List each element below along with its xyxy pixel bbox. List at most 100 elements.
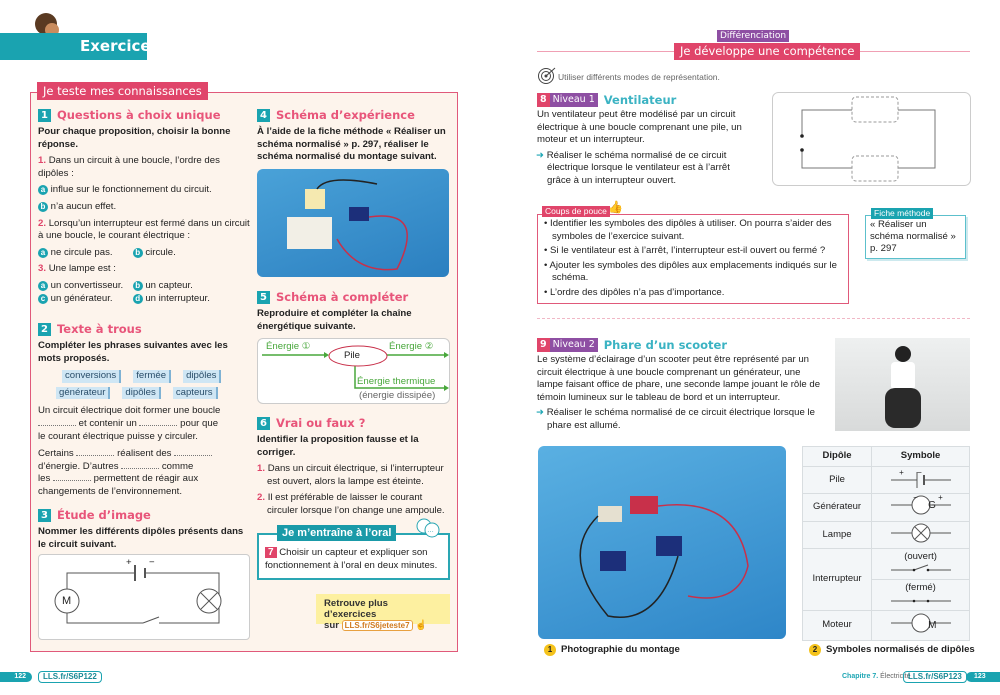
blank[interactable] (38, 424, 76, 426)
page-link[interactable]: LLS.fr/S6P122 (38, 671, 102, 683)
exercise-title: Questions à choix unique (56, 108, 221, 122)
method-sheet[interactable]: « Réaliser un schéma normalisé » p. 297 (865, 215, 966, 259)
method-tab: Fiche méthode (871, 208, 934, 219)
instruction: Nommer les différents dipôles présents d… (38, 526, 244, 550)
chapter-topic: Électricité (880, 673, 911, 680)
open-label: (ouvert) (904, 550, 937, 562)
separator (537, 318, 970, 322)
word-chip: générateur (56, 386, 111, 400)
hint-item: • L’ordre des dipôles n’a pas d’importan… (544, 286, 725, 298)
hint-item: • Si le ventilateur est à l’arrêt, l’int… (544, 245, 826, 257)
wires-image (579, 504, 749, 618)
option-text[interactable]: influe sur le fonctionnement du circuit. (50, 184, 212, 196)
option-badge: b (38, 201, 48, 212)
closed-label: (fermé) (905, 581, 936, 593)
scooter-photo (835, 338, 970, 431)
blank[interactable] (139, 424, 178, 426)
question-number: 2. (38, 217, 47, 229)
option-text[interactable]: ne circule pas. (50, 246, 113, 258)
instruction: Reproduire et compléter la chaîne énergé… (257, 308, 412, 332)
task-text: Réaliser le schéma normalisé de ce circu… (546, 407, 815, 431)
method-text: « Réaliser un schéma normalisé » p. 297 (870, 219, 956, 254)
blank[interactable] (121, 467, 160, 469)
circuit-diagram: + − M (38, 554, 250, 640)
word-chip: capteurs (172, 386, 218, 400)
page-title: Je développe une compétence (674, 43, 861, 60)
generator-image (598, 506, 622, 522)
word-chip: fermée (133, 370, 172, 383)
hint-text: Si le ventilateur est à l’arrêt, l’inter… (550, 245, 826, 257)
minus-sign: − (149, 557, 155, 568)
option-text[interactable]: un générateur. (50, 292, 113, 304)
more-exercises: Retrouve plus d’exercices sur LLS.fr/S6j… (316, 594, 450, 631)
column-header: Dipôle (801, 446, 873, 467)
battery-image (305, 189, 325, 209)
oral-text: Choisir un capteur et expliquer son fonc… (265, 547, 438, 571)
word-chip: dipôles (183, 370, 222, 383)
plus-sign: + (938, 493, 943, 502)
energy-chain: Énergie ① Pile Énergie ② Énergie thermiq… (257, 338, 450, 404)
wires-image (316, 179, 408, 271)
option-badge: a (38, 280, 48, 291)
blank[interactable] (52, 480, 91, 482)
input-energy-label: Énergie ① (266, 341, 311, 352)
minus-sign: − (913, 493, 918, 502)
motor-image (287, 217, 332, 249)
more-text: Retrouve plus d’exercices (324, 598, 388, 620)
dipole-name: Pile (801, 466, 873, 494)
hints-tab: Coups de pouce (542, 206, 610, 217)
option-badge: a (38, 185, 48, 196)
battery-symbol: +− (871, 466, 970, 494)
motor-label: M (62, 595, 72, 607)
more-sur: sur (324, 620, 339, 631)
switch-open-symbol: (ouvert) (871, 548, 970, 581)
text: et contenir un (78, 417, 137, 429)
output-energy-label: Énergie ② (389, 341, 434, 352)
option-text[interactable]: un interrupteur. (145, 292, 210, 304)
exercise-number: 2 (38, 323, 51, 336)
text: les (38, 473, 51, 485)
target-icon (538, 67, 556, 84)
task-text: Réaliser le schéma normalisé de ce circu… (546, 149, 730, 186)
caption-1: 1 Photographie du montage (544, 644, 680, 657)
option-text[interactable]: un capteur. (145, 279, 193, 291)
text: changements de l’environnement. (38, 485, 182, 497)
exercise-number: 8 (537, 93, 550, 107)
exercise-title: Schéma d’expérience (275, 108, 415, 122)
page-link[interactable]: LLS.fr/S6P123 (903, 671, 967, 683)
instruction: Identifier la proposition fausse et la c… (257, 434, 419, 458)
option-text[interactable]: un convertisseur. (50, 279, 124, 291)
caption-text: Photographie du montage (561, 644, 680, 655)
item-number: 2. (257, 492, 266, 504)
option-text[interactable]: circule. (145, 246, 176, 258)
option-text[interactable]: n’a aucun effet. (50, 200, 117, 212)
hint-item: • Ajouter les symboles des dipôles aux e… (544, 259, 837, 284)
exercise-number: 6 (257, 417, 270, 430)
blank[interactable] (76, 455, 115, 457)
switch-closed-symbol: (fermé) (871, 579, 970, 612)
caption-number: 1 (544, 644, 556, 657)
svg-text:…: … (427, 527, 434, 534)
exercise-title: Ventilateur (603, 92, 677, 107)
text: Certains (38, 448, 74, 460)
page-number: 123 (966, 672, 1000, 682)
g-label: G (928, 500, 936, 511)
more-link[interactable]: LLS.fr/S6jeteste7 (341, 620, 413, 631)
word-chip: dipôles (122, 386, 161, 400)
dipole-name: Lampe (801, 520, 873, 550)
blank[interactable] (174, 455, 213, 457)
instruction: À l’aide de la fiche méthode « Réaliser … (257, 126, 446, 163)
text: réalisent des (117, 448, 172, 460)
hints-box: • Identifier les symboles des dipôles à … (537, 214, 849, 304)
item-text: Il est préférable de laisser le courant … (267, 492, 445, 516)
text: comme (161, 460, 194, 472)
hint-text: L’ordre des dipôles n’a pas d’importance… (550, 286, 725, 298)
